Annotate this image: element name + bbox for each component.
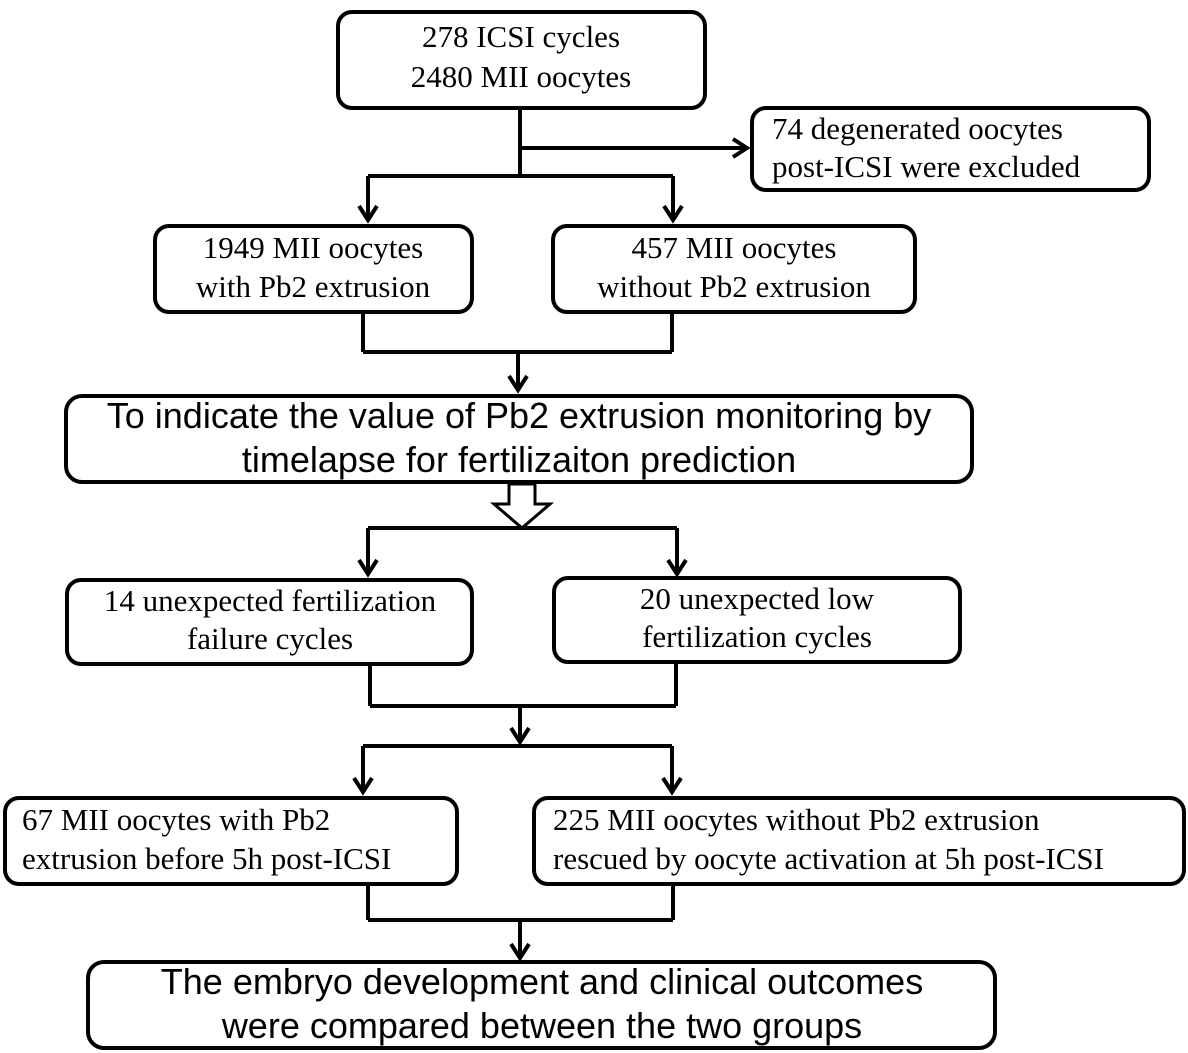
node-with-pb2: 1949 MII oocytes with Pb2 extrusion (153, 224, 474, 314)
node-excluded: 74 degenerated oocytes post-ICSI were ex… (750, 106, 1151, 192)
node-group-b: 225 MII oocytes without Pb2 extrusion re… (532, 796, 1186, 886)
node-without-pb2: 457 MII oocytes without Pb2 extrusion (551, 224, 917, 314)
hollow-arrow-icon (489, 482, 555, 530)
node-failure: 14 unexpected fertilization failure cycl… (65, 578, 474, 666)
node-with-pb2-line-2: with Pb2 extrusion (196, 269, 431, 304)
node-without-pb2-line-2: without Pb2 extrusion (597, 269, 871, 304)
node-excluded-line-1: 74 degenerated oocytes (772, 111, 1063, 146)
node-group-b-line-1: 225 MII oocytes without Pb2 extrusion (553, 802, 1040, 837)
node-without-pb2-line-1: 457 MII oocytes (632, 230, 837, 265)
node-low: 20 unexpected low fertilization cycles (552, 576, 962, 664)
node-aim: To indicate the value of Pb2 extrusion m… (64, 394, 974, 484)
node-low-line-1: 20 unexpected low (640, 581, 875, 616)
node-group-b-line-2: rescued by oocyte activation at 5h post-… (553, 841, 1104, 876)
node-start: 278 ICSI cycles 2480 MII oocytes (336, 10, 707, 110)
node-failure-line-2: failure cycles (187, 621, 353, 656)
node-group-a: 67 MII oocytes with Pb2 extrusion before… (3, 796, 459, 886)
node-group-a-line-2: extrusion before 5h post-ICSI (22, 841, 391, 876)
node-aim-line-1: To indicate the value of Pb2 extrusion m… (107, 395, 931, 436)
node-outcome: The embryo development and clinical outc… (86, 960, 997, 1050)
node-excluded-line-2: post-ICSI were excluded (772, 149, 1081, 184)
connectors (352, 108, 751, 962)
node-group-a-line-1: 67 MII oocytes with Pb2 (22, 802, 330, 837)
node-outcome-line-2: were compared between the two groups (221, 1005, 862, 1046)
node-failure-line-1: 14 unexpected fertilization (104, 583, 437, 618)
node-with-pb2-line-1: 1949 MII oocytes (203, 230, 423, 265)
node-low-line-2: fertilization cycles (642, 619, 872, 654)
node-start-line-2: 2480 MII oocytes (411, 59, 631, 94)
node-outcome-line-1: The embryo development and clinical outc… (161, 961, 923, 1002)
node-aim-line-2: timelapse for fertilizaiton prediction (242, 439, 796, 480)
node-start-line-1: 278 ICSI cycles (422, 19, 620, 54)
